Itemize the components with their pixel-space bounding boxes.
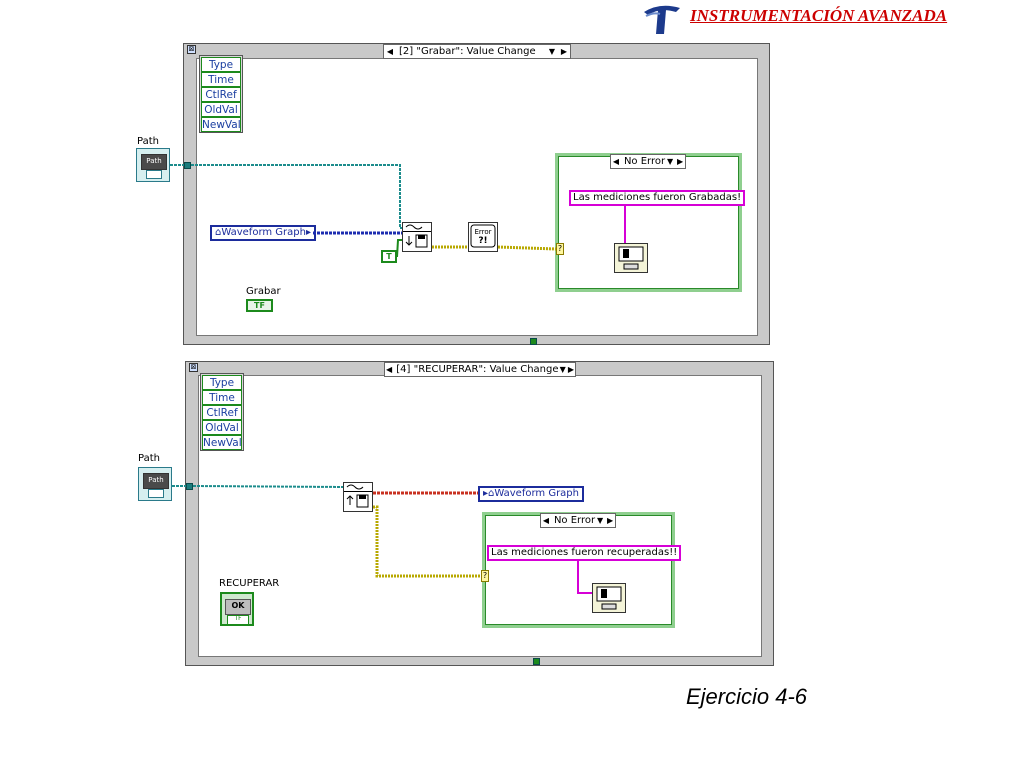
event-field-time: Time (201, 72, 241, 87)
event-field-oldval: OldVal (202, 420, 242, 435)
waveform-graph-ref-2[interactable]: ▸⌂Waveform Graph (478, 486, 584, 502)
case-selector-label: No Error (623, 155, 666, 167)
event-structure-icon-2: ⊠ (189, 363, 198, 372)
case-selector-no-error-1[interactable]: ◀ No Error ▼ ▶ (610, 154, 686, 169)
message-string-grabadas[interactable]: Las mediciones fueron Grabadas! (569, 190, 746, 206)
event-field-type: Type (202, 375, 242, 390)
write-file-vi[interactable] (402, 222, 432, 252)
one-button-dialog-icon (618, 246, 644, 270)
path-label: Path (137, 136, 159, 147)
case-selector-no-error-2[interactable]: ◀ No Error ▼ ▶ (540, 513, 616, 528)
one-button-dialog-icon (596, 586, 622, 610)
decrement-arrow-icon[interactable]: ◀ (386, 46, 394, 56)
event-field-ctlref: CtlRef (201, 87, 241, 102)
exercise-caption: Ejercicio 4-6 (686, 684, 808, 709)
event-selector-label: [2] "Grabar": Value Change (399, 45, 536, 57)
event-field-type: Type (201, 57, 241, 72)
event-field-time: Time (202, 390, 242, 405)
path-tunnel (184, 162, 191, 169)
write-file-icon (403, 224, 431, 248)
event-selector-label-2: [4] "RECUPERAR": Value Change (396, 363, 559, 375)
ok-button-glyph: TF (227, 615, 249, 625)
increment-arrow-icon[interactable]: ▶ (560, 46, 568, 56)
error-icon-text: Error (474, 228, 491, 236)
file-path-control-icon: Path (143, 473, 169, 489)
recuperar-ok-button[interactable]: OK TF (220, 592, 254, 626)
waveform-graph-ref-label-2: Waveform Graph (494, 488, 579, 499)
error-handler-vi[interactable]: Error ?! (468, 222, 498, 252)
path-tunnel-2 (186, 483, 193, 490)
bottom-tunnel-2 (533, 658, 540, 665)
path-control[interactable]: Path (136, 148, 170, 182)
event-data-node-2: Type Time CtlRef OldVal NewVal (200, 373, 244, 451)
event-field-oldval: OldVal (201, 102, 241, 117)
event-field-newval: NewVal (201, 117, 241, 132)
page-title: INSTRUMENTACIÓN AVANZADA (690, 6, 948, 25)
one-button-dialog-2[interactable] (592, 583, 626, 613)
event-selector-grabar[interactable]: ◀ [2] "Grabar": Value Change ▼ ▶ (383, 44, 571, 59)
event-field-newval: NewVal (202, 435, 242, 450)
read-file-vi[interactable] (343, 482, 373, 512)
file-path-control-icon: Path (141, 154, 167, 170)
faculty-logo-icon (644, 5, 680, 34)
event-data-node: Type Time CtlRef OldVal NewVal (199, 55, 243, 133)
grabar-boolean-control[interactable]: TF (246, 299, 273, 312)
bool-constant-true[interactable]: T (381, 250, 397, 263)
svg-text:?!: ?! (478, 236, 487, 246)
case-selector-label-2: No Error (553, 514, 596, 526)
dropdown-arrow-icon[interactable]: ▼ (548, 46, 556, 56)
path-control-2[interactable]: Path (138, 467, 172, 501)
waveform-graph-ref-label: Waveform Graph (221, 227, 306, 238)
recuperar-label: RECUPERAR (219, 578, 280, 589)
one-button-dialog-1[interactable] (614, 243, 648, 273)
ok-button-face: OK (225, 599, 251, 615)
event-selector-recuperar[interactable]: ◀ [4] "RECUPERAR": Value Change ▼ ▶ (384, 362, 576, 377)
path-label-2: Path (138, 453, 160, 464)
message-string-recuperadas[interactable]: Las mediciones fueron recuperadas!! (487, 545, 682, 561)
event-field-ctlref: CtlRef (202, 405, 242, 420)
case-selector-terminal-1: ? (556, 243, 564, 255)
grabar-label: Grabar (246, 286, 281, 297)
case-selector-terminal-2: ? (481, 570, 489, 582)
read-file-icon (344, 484, 372, 508)
error-handler-icon: Error ?! (470, 224, 496, 248)
event-structure-icon: ⊠ (187, 45, 196, 54)
bottom-tunnel-1 (530, 338, 537, 345)
